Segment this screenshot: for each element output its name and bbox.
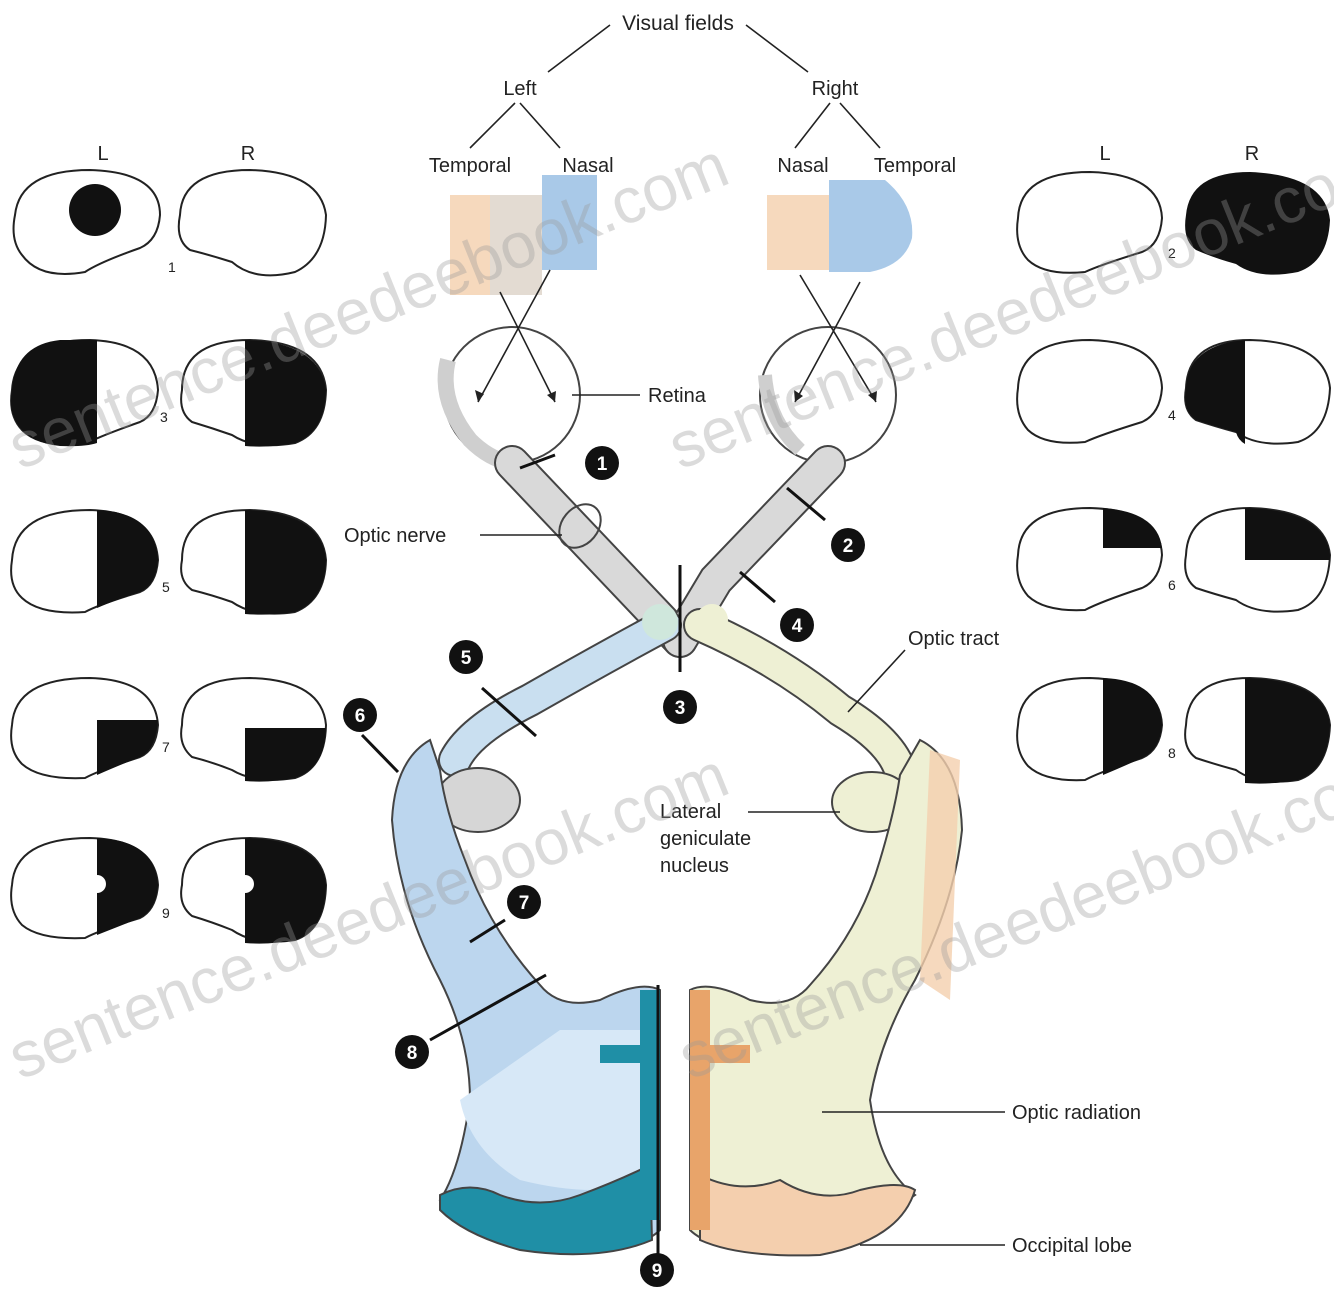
svg-text:9: 9 xyxy=(652,1261,663,1282)
right-temporal-block xyxy=(829,180,912,272)
svg-text:9: 9 xyxy=(162,905,170,921)
svg-text:8: 8 xyxy=(407,1043,418,1064)
left-temporal-label: Temporal xyxy=(429,155,511,177)
svg-text:3: 3 xyxy=(675,698,686,719)
right-temporal-label: Temporal xyxy=(874,155,956,177)
right-group-r-header: R xyxy=(1245,143,1259,165)
svg-text:6: 6 xyxy=(1168,577,1176,593)
lesion-marker-2: 2 xyxy=(831,528,865,562)
watermark-text-4: sentence.deedeebook.com xyxy=(668,738,1334,1093)
svg-text:5: 5 xyxy=(162,579,170,595)
svg-text:7: 7 xyxy=(162,739,170,755)
right-nasal-label: Nasal xyxy=(777,155,828,177)
svg-text:1: 1 xyxy=(597,454,608,475)
svg-text:8: 8 xyxy=(1168,745,1176,761)
lesion-marker-8: 8 xyxy=(395,1035,429,1069)
right-field-label: Right xyxy=(812,78,859,100)
right-group-l-header: L xyxy=(1099,143,1110,165)
lesion-marker-9: 9 xyxy=(640,1253,674,1287)
lgn-label-line3: nucleus xyxy=(660,855,729,877)
occipital-lobe-label: Occipital lobe xyxy=(1012,1235,1132,1257)
right-nasal-block xyxy=(767,195,829,270)
left-group-l-header: L xyxy=(97,143,108,165)
svg-text:7: 7 xyxy=(519,893,530,914)
visual-fields-title: Visual fields xyxy=(622,12,734,35)
lesion-marker-3: 3 xyxy=(663,690,697,724)
optic-nerve-label: Optic nerve xyxy=(344,525,446,547)
optic-tracts xyxy=(455,604,900,770)
field-panel-5: 5 xyxy=(11,510,326,615)
svg-text:1: 1 xyxy=(168,259,176,275)
svg-text:5: 5 xyxy=(461,648,472,669)
svg-text:6: 6 xyxy=(355,706,366,727)
lesion-marker-5: 5 xyxy=(449,640,483,674)
left-field-label: Left xyxy=(503,78,537,100)
field-panel-6: 6 xyxy=(1017,508,1330,612)
lesion-marker-4: 4 xyxy=(780,608,814,642)
left-group-r-header: R xyxy=(241,143,255,165)
left-field-panels: L R 1 3 5 7 xyxy=(11,143,326,944)
svg-text:2: 2 xyxy=(843,536,854,557)
optic-radiation-label: Optic radiation xyxy=(1012,1102,1141,1124)
field-panel-8: 8 xyxy=(1017,678,1330,784)
lesion-marker-6-tract: 6 xyxy=(343,698,377,732)
lgn-label-line2: geniculate xyxy=(660,828,751,850)
field-panel-1: 1 xyxy=(14,170,326,275)
field-panel-7: 7 xyxy=(11,678,326,782)
lesion-marker-1: 1 xyxy=(585,446,619,480)
svg-text:4: 4 xyxy=(1168,407,1176,423)
field-panel-4: 4 xyxy=(1017,340,1330,444)
optic-tract-label: Optic tract xyxy=(908,628,1000,650)
svg-text:4: 4 xyxy=(792,616,803,637)
